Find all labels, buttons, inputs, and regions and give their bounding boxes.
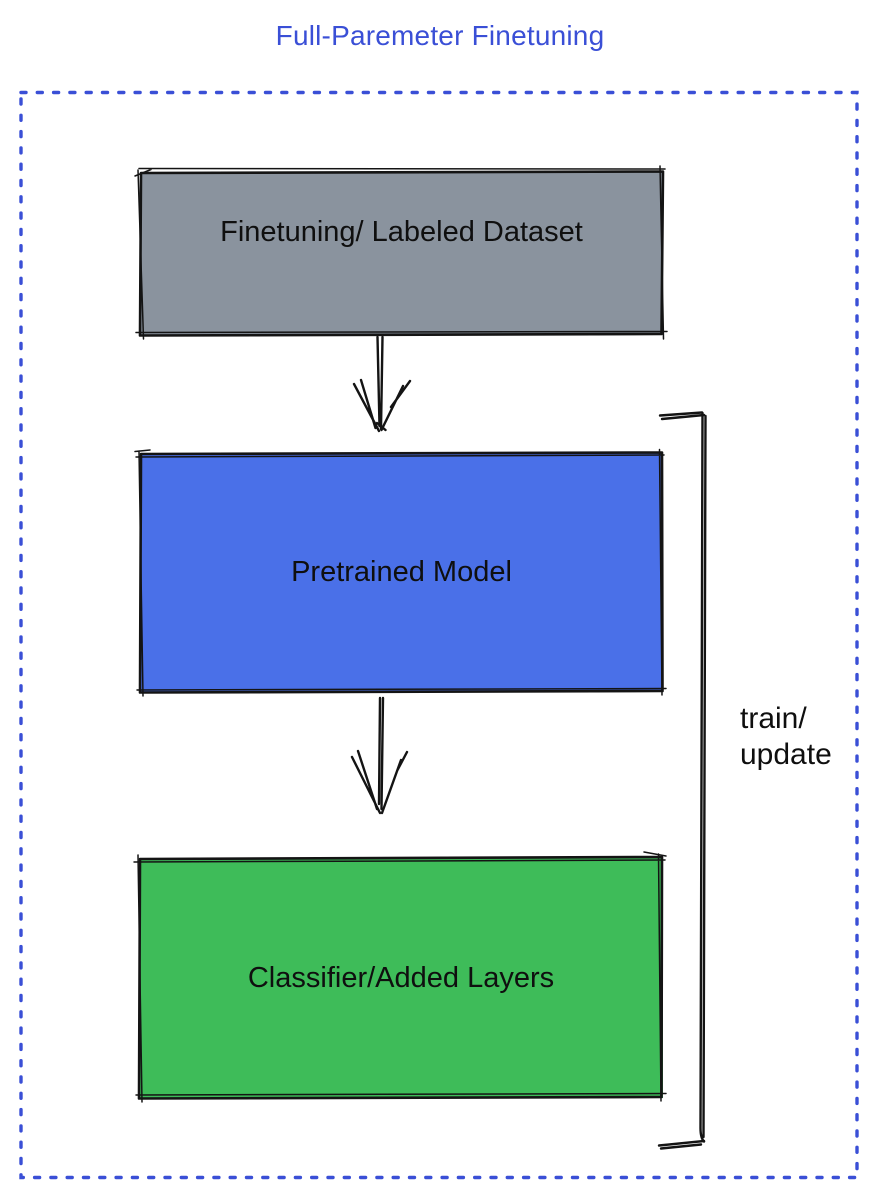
diagram-title: Full-Paremeter Finetuning (275, 20, 605, 51)
finetuning-dataset-label: Finetuning/ Labeled Dataset (220, 216, 583, 248)
finetuning-dataset-box: Finetuning/ Labeled Dataset (140, 172, 663, 335)
train-update-label: train/ update (740, 701, 832, 773)
train-update-bracket (657, 411, 707, 1150)
train-update-label-line1: train/ (740, 702, 807, 735)
train-update-label-line2: update (740, 738, 832, 771)
classifier-added-layers-label: Classifier/Added Layers (247, 961, 555, 994)
arrow-dataset-to-model-icon (352, 335, 412, 433)
arrow-model-to-classifier-icon (350, 696, 409, 815)
pretrained-model-box: Pretrained Model (140, 453, 663, 692)
pretrained-model-label: Pretrained Model (291, 556, 512, 588)
classifier-added-layers-box: Classifier/Added Layers (139, 858, 663, 1098)
